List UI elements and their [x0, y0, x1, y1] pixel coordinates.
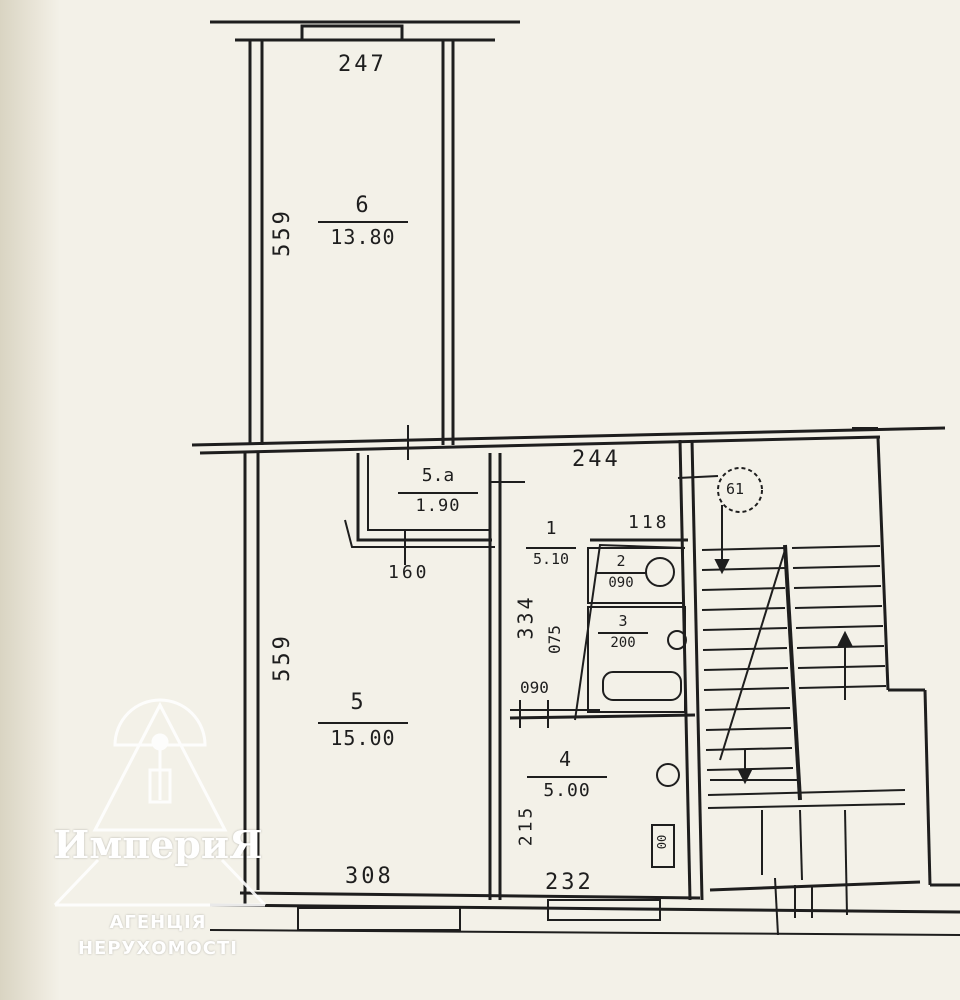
bath-room	[587, 606, 686, 713]
room4-number: 4	[558, 747, 572, 771]
watermark-title: ИмпериЯ	[53, 822, 263, 867]
landing-line	[709, 880, 921, 892]
dim-corridor-width: 244	[572, 447, 621, 472]
bottom-wall-outer	[209, 903, 960, 914]
window-room5	[297, 907, 461, 931]
stove-label: 00	[655, 834, 670, 850]
watermark-line2: НЕРУХОМОСТІ	[77, 938, 238, 959]
room3-number: 3	[618, 612, 628, 630]
dim-closet-width: 160	[388, 562, 430, 583]
paper-edge-shadow	[0, 0, 60, 1000]
closet-wall-outer	[356, 453, 492, 542]
dim-room6-height: 559	[269, 208, 295, 257]
bathtub	[602, 671, 682, 701]
dim-room4-width: 232	[545, 870, 594, 895]
watermark-line1: АГЕНЦІЯ	[109, 912, 207, 933]
stair-divider	[783, 544, 802, 801]
dimension-marks	[404, 427, 878, 728]
corridor-right-inner	[690, 439, 704, 901]
room5-number: 5	[350, 690, 364, 715]
dim-top-width: 247	[338, 52, 387, 77]
bath-bottom-wall	[509, 713, 696, 720]
toilet-room	[587, 547, 684, 604]
dim-090: 090	[520, 678, 549, 697]
bottom-wall-inner	[239, 891, 701, 900]
ground-line	[209, 929, 960, 936]
dim-room5-height: 559	[269, 633, 295, 682]
dim-room1-depth: 334	[513, 594, 538, 640]
dim-room5-width: 308	[345, 864, 394, 889]
mid-wall-top	[191, 426, 946, 447]
stair-treads	[701, 545, 906, 936]
room6-number: 6	[355, 193, 369, 218]
room4-area: 5.00	[527, 776, 607, 801]
room3-area: 200	[598, 632, 648, 651]
stair-marker-circle	[717, 467, 763, 513]
closet-door	[344, 519, 495, 548]
mid-wall-bottom	[199, 435, 881, 455]
dim-bath-width: 118	[628, 512, 670, 533]
room5a-area: 1.90	[398, 492, 478, 516]
room1-area: 5.10	[526, 547, 576, 568]
kitchen-sink	[656, 763, 680, 787]
stair-lower-wall	[923, 689, 932, 886]
window-kitchen	[547, 899, 661, 921]
stair-arrows	[714, 505, 853, 785]
stair-right-wall	[876, 437, 890, 691]
room5-area: 15.00	[318, 722, 408, 750]
stair-mark-label: 61	[726, 480, 745, 498]
room5a-number: 5.a	[421, 465, 455, 486]
watermark-logo	[53, 698, 267, 907]
room2-area: 090	[596, 572, 646, 591]
dim-075: 075	[544, 625, 564, 654]
sink	[667, 630, 687, 650]
toilet	[645, 557, 675, 587]
closet-wall-inner	[367, 455, 490, 531]
top-window	[300, 24, 404, 42]
room2-number: 2	[616, 552, 626, 570]
room6-area: 13.80	[318, 221, 408, 249]
room1-number: 1	[545, 518, 557, 539]
stove	[651, 824, 675, 868]
dim-room4-depth: 215	[515, 804, 537, 847]
